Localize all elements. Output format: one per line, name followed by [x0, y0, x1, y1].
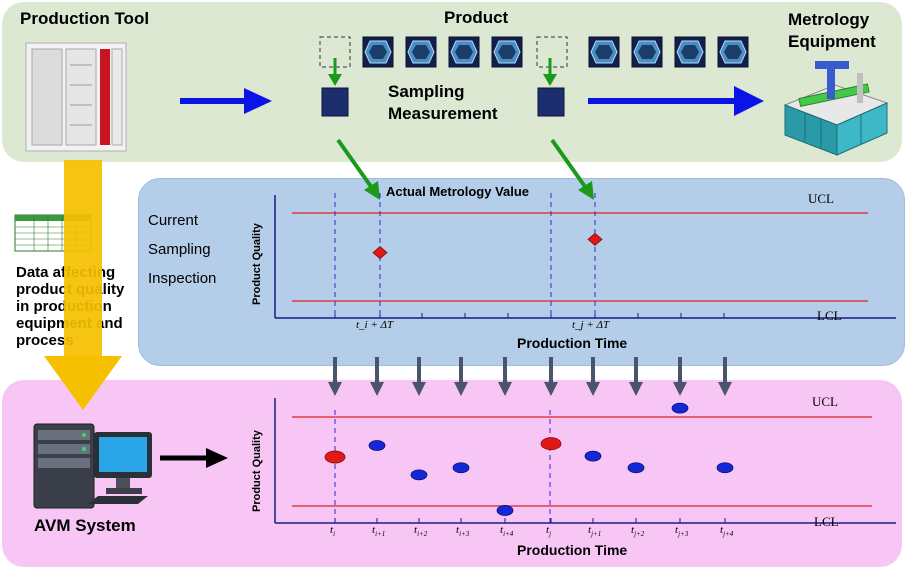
avm-chart: Product Quality UCL LCL ti ti+1 ti+2 ti+3 ti… [251, 394, 896, 558]
data-flow-arrow [64, 160, 102, 356]
x-axis-label: Production Time [517, 542, 627, 558]
production-tool-icon [25, 42, 127, 152]
data-flow-arrow-head [44, 356, 122, 410]
tick-label: tj+4 [720, 524, 734, 538]
current-sampling-text: Current Sampling Inspection [148, 206, 216, 293]
virtual-metrology-point [627, 462, 645, 474]
wafer-icon [588, 36, 620, 68]
tick-label: tj [546, 524, 551, 538]
ucl-label: UCL [812, 394, 838, 409]
measure-arrow-2 [550, 138, 588, 190]
actual-quality-point [324, 450, 346, 464]
product-wafers [319, 36, 749, 117]
prediction-arrow-head [629, 382, 643, 396]
sampled-slot-1 [319, 36, 351, 68]
wafer-icon [448, 36, 480, 68]
wafer-icon [491, 36, 523, 68]
tick-label: ti+2 [414, 524, 428, 538]
tick-label: tj+1 [588, 524, 601, 538]
wafer-icon [717, 36, 749, 68]
virtual-metrology-point [496, 505, 514, 516]
sample-arrow-2-head [543, 74, 557, 86]
tick-label: tj+2 [631, 524, 645, 538]
wafer-icon [631, 36, 663, 68]
production-tool-label: Production Tool [20, 9, 150, 28]
lcl-label: LCL [814, 514, 839, 529]
note-line: process [16, 332, 74, 349]
sampling-line: Sampling [148, 241, 211, 258]
tick-label: ti [330, 524, 335, 538]
sampled-slot-2 [536, 36, 568, 68]
tick-label: ti+4 [500, 524, 514, 538]
sampled-wafer-1 [321, 87, 349, 117]
prediction-arrow-head [544, 382, 558, 396]
production-panel [2, 2, 902, 162]
lcl-label: LCL [817, 308, 842, 323]
prediction-arrows [328, 357, 732, 396]
sampled-wafer-2 [537, 87, 565, 117]
virtual-metrology-point [452, 462, 470, 474]
current-line: Current [148, 212, 199, 229]
wafer-icon [362, 36, 394, 68]
virtual-metrology-point [368, 440, 386, 451]
tick-label: tj+3 [675, 524, 689, 538]
product-label: Product [444, 8, 509, 27]
virtual-metrology-point [410, 469, 428, 481]
metrology-label-line1: Metrology [788, 10, 870, 29]
virtual-metrology-point [584, 450, 602, 462]
measure-arrow-1 [336, 138, 374, 190]
actual-metrology-point [587, 232, 603, 246]
prediction-arrow-head [370, 382, 384, 396]
metrology-label-line2: Equipment [788, 32, 876, 51]
virtual-metrology-point [716, 462, 734, 474]
tick-label-tj-dt: t_j + ΔT [572, 319, 610, 331]
actual-metrology-point [372, 246, 388, 260]
tick-label: ti+1 [372, 524, 385, 538]
virtual-metrology-point [671, 402, 689, 414]
avm-server-icon [33, 423, 152, 509]
actual-metrology-chart: Actual Metrology Value Product Quality U… [251, 184, 896, 351]
current-inspection-panel [138, 178, 905, 366]
sampling-label-line2: Measurement [388, 104, 498, 123]
x-axis-label: Production Time [517, 335, 627, 351]
prediction-arrow-head [718, 382, 732, 396]
inspection-line: Inspection [148, 270, 217, 287]
tool-to-product-arrow-head [244, 88, 272, 114]
y-axis-label: Product Quality [251, 429, 263, 512]
actual-quality-point [540, 437, 562, 451]
ucl-label: UCL [808, 191, 834, 206]
prediction-arrow-head [454, 382, 468, 396]
prediction-arrow-head [498, 382, 512, 396]
sample-arrow-1-head [328, 74, 342, 86]
prediction-arrow-head [328, 382, 342, 396]
avm-system-label: AVM System [34, 516, 136, 535]
wafer-icon [674, 36, 706, 68]
y-axis-label: Product Quality [251, 222, 263, 305]
metrology-equipment-icon [783, 61, 889, 156]
wafer-icon [405, 36, 437, 68]
prediction-arrow-head [412, 382, 426, 396]
product-to-metrology-arrow-head [734, 86, 764, 116]
measure-arrow-1-head [364, 181, 380, 200]
tick-label: ti+3 [456, 524, 470, 538]
prediction-arrow-head [586, 382, 600, 396]
measure-arrow-2-head [578, 181, 594, 200]
tick-label-ti-dt: t_i + ΔT [356, 319, 394, 331]
avm-output-arrow-head [206, 448, 228, 468]
sampling-label-line1: Sampling [388, 82, 465, 101]
chart-title: Actual Metrology Value [386, 184, 529, 199]
prediction-arrow-head [673, 382, 687, 396]
